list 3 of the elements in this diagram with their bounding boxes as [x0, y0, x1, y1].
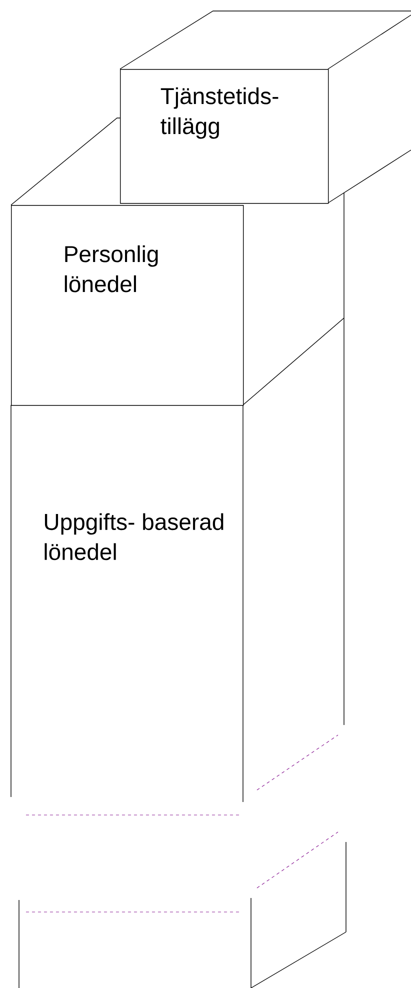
block-face: Uppgifts- baserad lönedel — [44, 513, 224, 560]
block-face: Tjänstetids- tillägg — [120, 69, 329, 204]
block-face: Personlig lönedel — [11, 205, 244, 406]
